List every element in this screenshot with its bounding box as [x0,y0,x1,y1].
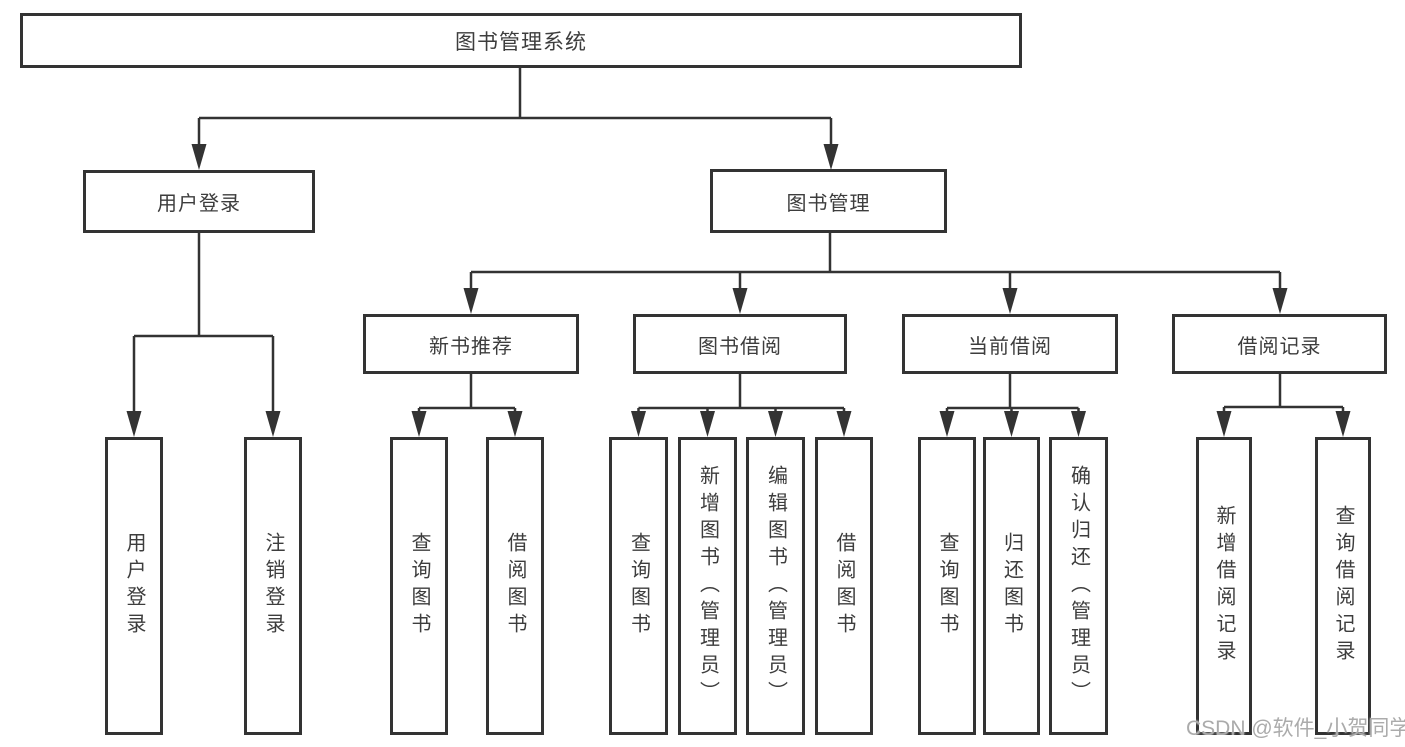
node-book-management-label: 图书管理 [786,192,871,215]
arrowheads [126,144,1351,437]
leaf-confirm-return-admin-label: 确认归还（管理员） [1067,464,1090,708]
leaf-query-books-current-label: 查询图书 [936,532,958,640]
leaf-user-login-label: 用户登录 [123,532,145,640]
leaf-add-borrow-record: 新增借阅记录 [1196,437,1252,735]
node-new-book-recommendation: 新书推荐 [363,314,579,374]
leaf-query-books-recommend: 查询图书 [390,437,448,735]
leaf-query-books-borrow-label: 查询图书 [627,532,650,640]
leaf-query-books-recommend-label: 查询图书 [408,532,430,640]
leaf-add-books-admin: 新增图书（管理员） [678,437,737,735]
node-book-borrowing-label: 图书借阅 [698,335,782,358]
leaf-user-login: 用户登录 [105,437,163,735]
leaf-confirm-return-admin: 确认归还（管理员） [1049,437,1108,735]
node-current-borrowing: 当前借阅 [902,314,1118,374]
leaf-query-borrow-record-label: 查询借阅记录 [1332,505,1354,667]
leaf-logout: 注销登录 [244,437,302,735]
leaf-edit-books-admin-label: 编辑图书（管理员） [764,464,787,708]
leaf-query-books-current: 查询图书 [918,437,976,735]
leaf-borrow-books-recommend: 借阅图书 [486,437,544,735]
node-user-login: 用户登录 [83,170,315,233]
leaf-logout-label: 注销登录 [262,532,284,640]
root-node-label: 图书管理系统 [455,30,587,54]
root-node-library-management-system: 图书管理系统 [20,13,1022,68]
node-book-borrowing: 图书借阅 [633,314,847,374]
leaf-borrow-books: 借阅图书 [815,437,873,735]
leaf-query-books-borrow: 查询图书 [609,437,668,735]
node-borrowing-records: 借阅记录 [1172,314,1387,374]
leaf-return-books-label: 归还图书 [1000,532,1023,640]
leaf-borrow-books-recommend-label: 借阅图书 [504,532,526,640]
csdn-watermark: CSDN @软件_小贺同学 [1186,717,1405,740]
node-book-management: 图书管理 [710,169,947,233]
leaf-query-borrow-record: 查询借阅记录 [1315,437,1371,735]
node-user-login-label: 用户登录 [157,193,241,215]
leaf-edit-books-admin: 编辑图书（管理员） [746,437,805,735]
leaf-borrow-books-label: 借阅图书 [833,532,855,640]
leaf-add-books-admin-label: 新增图书（管理员） [696,464,719,708]
leaf-add-borrow-record-label: 新增借阅记录 [1213,505,1235,667]
node-new-book-recommendation-label: 新书推荐 [429,335,513,358]
node-current-borrowing-label: 当前借阅 [968,335,1052,358]
leaf-return-books: 归还图书 [983,437,1040,735]
node-borrowing-records-label: 借阅记录 [1237,335,1322,358]
